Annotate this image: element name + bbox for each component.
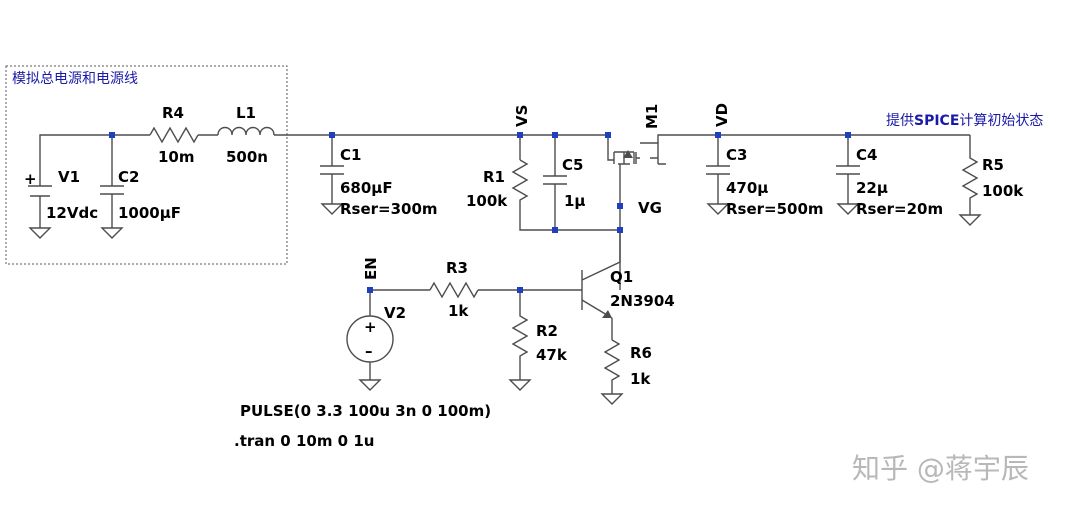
node-dot [517, 132, 523, 138]
mosfet-m1-symbol [613, 142, 666, 165]
c1-value: 680µF [340, 179, 393, 197]
ground-r5 [958, 214, 982, 226]
spice-note-highlight: SPICE [914, 113, 959, 129]
net-label-vs: VS [513, 105, 531, 127]
wire-mosfet-drain [657, 134, 970, 143]
resistor-r5-symbol [961, 135, 979, 215]
r2-value: 47k [536, 346, 568, 364]
r6-name: R6 [630, 344, 652, 362]
watermark: 知乎 @蒋宇辰 [852, 452, 1029, 485]
net-label-vg: VG [638, 199, 662, 217]
r1-value: 100k [466, 192, 508, 210]
ground-v2 [358, 379, 382, 391]
r1-name: R1 [483, 168, 505, 186]
v1-name: V1 [58, 168, 80, 186]
ground-c2 [100, 227, 124, 239]
pulse-directive: PULSE(0 3.3 100u 3n 0 100m) [240, 402, 491, 420]
l1-value: 500n [226, 148, 268, 166]
c4-name: C4 [856, 146, 877, 164]
group-box-title: 模拟总电源和电源线 [12, 71, 138, 87]
ground-c4 [836, 203, 860, 215]
node-dot [109, 132, 115, 138]
capacitor-c2-symbol [100, 135, 124, 228]
ground-r2 [508, 379, 532, 391]
wire-v1-top [39, 134, 112, 178]
capacitor-c1-symbol [320, 135, 344, 204]
c1-rser: Rser=300m [340, 200, 438, 218]
node-dot [617, 227, 623, 233]
c4-rser: Rser=20m [856, 200, 943, 218]
v2-plus-sign: + [364, 318, 377, 336]
ground-c1 [320, 203, 344, 215]
capacitor-c3-symbol [706, 135, 730, 204]
r2-name: R2 [536, 322, 558, 340]
c5-value: 1µ [564, 192, 585, 210]
l1-name: L1 [236, 104, 256, 122]
c5-name: C5 [562, 156, 583, 174]
node-dot [367, 287, 373, 293]
net-label-en: EN [362, 257, 380, 280]
c2-name: C2 [118, 168, 139, 186]
node-dot [517, 287, 523, 293]
v1-plus-sign: + [24, 170, 37, 188]
r5-name: R5 [982, 156, 1004, 174]
node-dot [715, 132, 721, 138]
spice-note-prefix: 提供 [886, 113, 914, 129]
c1-name: C1 [340, 146, 361, 164]
q1-name: Q1 [610, 268, 633, 286]
c4-value: 22µ [856, 179, 888, 197]
resistor-r3-symbol [429, 281, 479, 299]
r5-value: 100k [982, 182, 1024, 200]
r3-name: R3 [446, 259, 468, 277]
inductor-l1-symbol [217, 126, 275, 136]
spice-note: 提供SPICE计算初始状态 [886, 112, 1043, 129]
c3-value: 470µ [726, 179, 768, 197]
node-dot [605, 132, 611, 138]
r6-value: 1k [630, 370, 651, 388]
q1-value: 2N3904 [610, 292, 675, 310]
node-dot [552, 227, 558, 233]
capacitor-c5-symbol [543, 135, 567, 230]
node-dot [552, 132, 558, 138]
c3-name: C3 [726, 146, 747, 164]
r4-value: 10m [158, 148, 195, 166]
c3-rser: Rser=500m [726, 200, 824, 218]
node-dot [617, 203, 623, 209]
battery-v1-symbol [28, 178, 52, 228]
tran-directive: .tran 0 10m 0 1u [234, 432, 374, 450]
wire-mosfet-source [607, 135, 614, 161]
m1-name: M1 [643, 104, 661, 129]
mosfet-m1-arrow [623, 150, 633, 158]
node-dot [329, 132, 335, 138]
ground-c3 [706, 203, 730, 215]
v1-value: 12Vdc [46, 204, 98, 222]
r4-name: R4 [162, 104, 184, 122]
r3-value: 1k [448, 302, 469, 320]
node-dot [845, 132, 851, 138]
ground-r6 [600, 393, 624, 405]
capacitor-c4-symbol [836, 135, 860, 204]
v2-name: V2 [384, 304, 406, 322]
resistor-r2-symbol [511, 290, 529, 380]
resistor-r6-symbol [603, 339, 621, 394]
net-label-vd: VD [713, 103, 731, 127]
node-dots [109, 132, 851, 293]
power-group-box [5, 65, 288, 265]
resistor-r4-symbol [149, 126, 199, 144]
ground-v1 [28, 227, 52, 239]
c2-value: 1000µF [118, 204, 181, 222]
resistor-r1-symbol [511, 159, 620, 231]
spice-note-suffix: 计算初始状态 [959, 112, 1043, 129]
transistor-q1-arrow [602, 310, 612, 318]
v2-minus-sign: – [365, 342, 373, 360]
